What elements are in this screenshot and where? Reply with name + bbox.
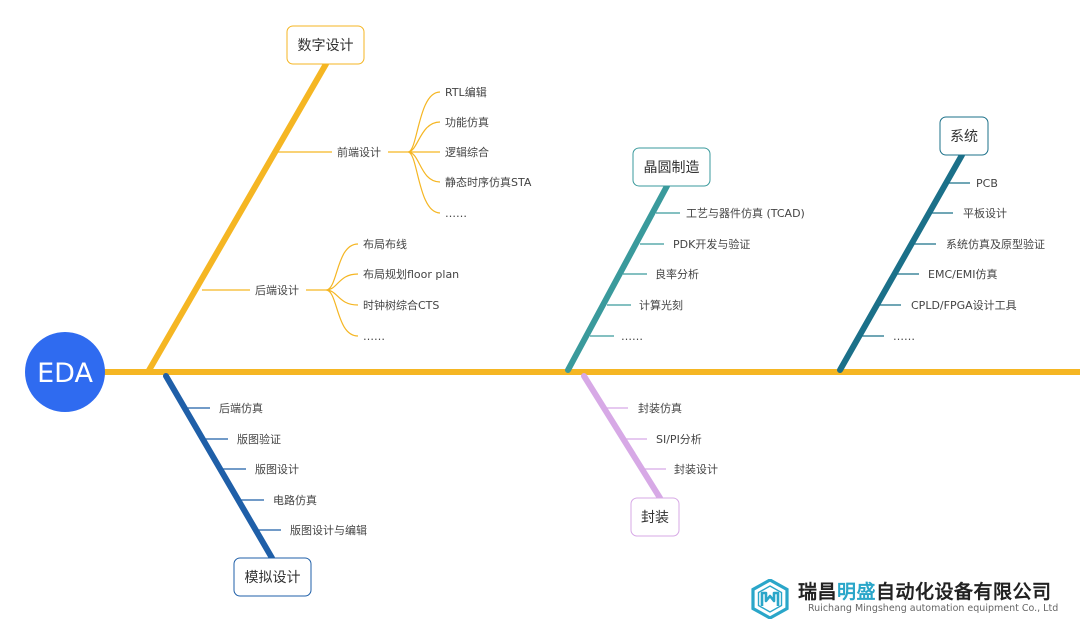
- item-pkg-sim: 封装仿真: [638, 401, 682, 415]
- branch-package: 封装仿真 SI/PI分析 封装设计 封装: [581, 373, 718, 537]
- root-node: EDA: [25, 332, 105, 412]
- group-label-frontend: 前端设计: [337, 145, 381, 159]
- item-place-route: 布局布线: [363, 237, 407, 251]
- hexagon-logo-icon: [751, 579, 789, 619]
- box-analog: [233, 557, 312, 597]
- bracket-backend: [325, 243, 359, 337]
- item-litho: 计算光刻: [639, 298, 683, 312]
- bone-wafer: [565, 183, 670, 373]
- item-func-sim: 功能仿真: [445, 115, 489, 129]
- company-name-highlight: 明盛: [837, 581, 877, 603]
- company-name-pre: 瑞昌: [798, 581, 838, 603]
- item-backend-more: ……: [363, 330, 385, 343]
- item-yield: 良率分析: [655, 267, 699, 281]
- item-emc: EMC/EMI仿真: [928, 267, 998, 281]
- branch-system: PCB 平板设计 系统仿真及原型验证 EMC/EMI仿真 CPLD/FPGA设计…: [837, 116, 1045, 373]
- label-analog: 模拟设计: [245, 570, 301, 586]
- item-wafer-more: ……: [621, 330, 643, 343]
- item-sys-sim: 系统仿真及原型验证: [946, 237, 1045, 251]
- bone-analog: [163, 373, 275, 561]
- item-layout-verify: 版图验证: [237, 432, 281, 446]
- bone-package: [581, 373, 663, 501]
- branch-digital: 前端设计 RTL编辑 功能仿真 逻辑综合 静态时序仿真STA …… 后端设计 布…: [145, 25, 532, 375]
- box-digital: [286, 25, 365, 65]
- item-cts: 时钟树综合CTS: [363, 298, 439, 312]
- item-pdk: PDK开发与验证: [673, 237, 750, 251]
- box-wafer: [632, 147, 711, 187]
- item-layout-edit: 版图设计与编辑: [290, 523, 367, 537]
- label-digital: 数字设计: [298, 38, 354, 54]
- group-label-backend: 后端设计: [255, 284, 299, 297]
- item-floorplan: 布局规划floor plan: [363, 267, 459, 281]
- item-circuit-sim: 电路仿真: [273, 493, 317, 507]
- item-layout-design: 版图设计: [255, 462, 299, 476]
- item-sipi: SI/PI分析: [656, 432, 702, 446]
- item-system-more: ……: [893, 330, 915, 343]
- label-system: 系统: [950, 129, 978, 145]
- branch-analog: 后端仿真 版图验证 版图设计 电路仿真 版图设计与编辑 模拟设计: [163, 373, 367, 597]
- item-pcb: PCB: [976, 177, 998, 190]
- item-backend-sim: 后端仿真: [219, 401, 263, 415]
- item-pkg-design: 封装设计: [674, 462, 718, 476]
- label-wafer: 晶圆制造: [644, 160, 700, 176]
- branch-wafer: 工艺与器件仿真 (TCAD) PDK开发与验证 良率分析 计算光刻 …… 晶圆制…: [565, 147, 805, 373]
- label-package: 封装: [641, 510, 669, 526]
- item-cpld: CPLD/FPGA设计工具: [911, 299, 1017, 312]
- item-board-design: 平板设计: [963, 206, 1007, 220]
- root-label: EDA: [37, 358, 93, 389]
- item-rtl: RTL编辑: [445, 85, 487, 99]
- bone-digital: [145, 61, 329, 375]
- company-name-post: 自动化设备有限公司: [876, 581, 1052, 603]
- bracket-frontend: [407, 91, 441, 214]
- box-system: [939, 116, 989, 156]
- item-tcad: 工艺与器件仿真 (TCAD): [686, 206, 805, 220]
- root-circle: [25, 332, 105, 412]
- company-name-en: Ruichang Mingsheng automation equipment …: [808, 603, 1059, 614]
- item-logic-synth: 逻辑综合: [445, 145, 489, 159]
- item-frontend-more: ……: [445, 207, 467, 220]
- item-sta: 静态时序仿真STA: [445, 175, 532, 189]
- box-package: [630, 497, 680, 537]
- company-name: 瑞昌明盛自动化设备有限公司: [798, 577, 1052, 604]
- bone-system: [837, 152, 965, 373]
- company-logo: 瑞昌明盛自动化设备有限公司 Ruichang Mingsheng automat…: [750, 575, 1080, 620]
